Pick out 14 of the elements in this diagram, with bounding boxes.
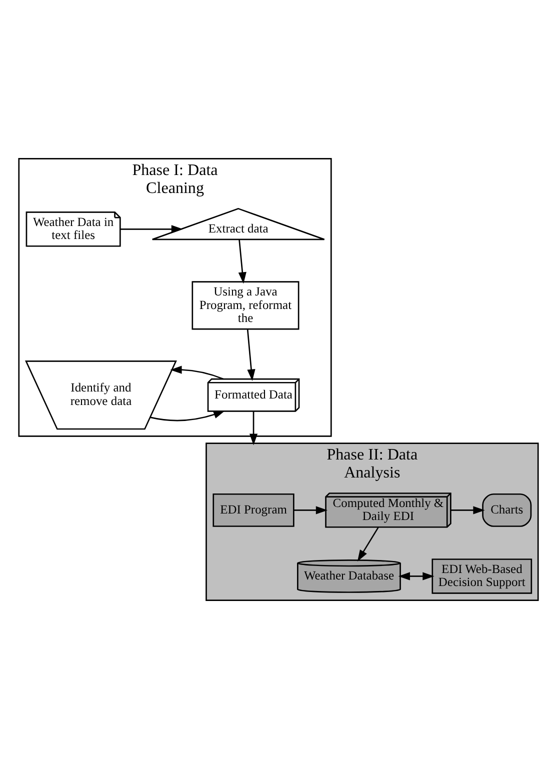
arrow — [357, 526, 379, 561]
node-box: EDI Web-Based Decision Support — [432, 558, 532, 594]
arrow — [150, 410, 226, 421]
node-box: EDI Program — [212, 492, 294, 526]
arrow — [170, 365, 224, 380]
arrow — [398, 572, 434, 580]
node-box: Charts — [482, 492, 532, 526]
arrow — [246, 328, 256, 380]
arrow — [249, 410, 258, 445]
arrow — [450, 506, 485, 514]
node-box: Using a Java Program, reformat the — [192, 280, 300, 330]
arrow — [238, 238, 246, 284]
arrow — [120, 224, 184, 233]
arrow — [294, 506, 328, 514]
